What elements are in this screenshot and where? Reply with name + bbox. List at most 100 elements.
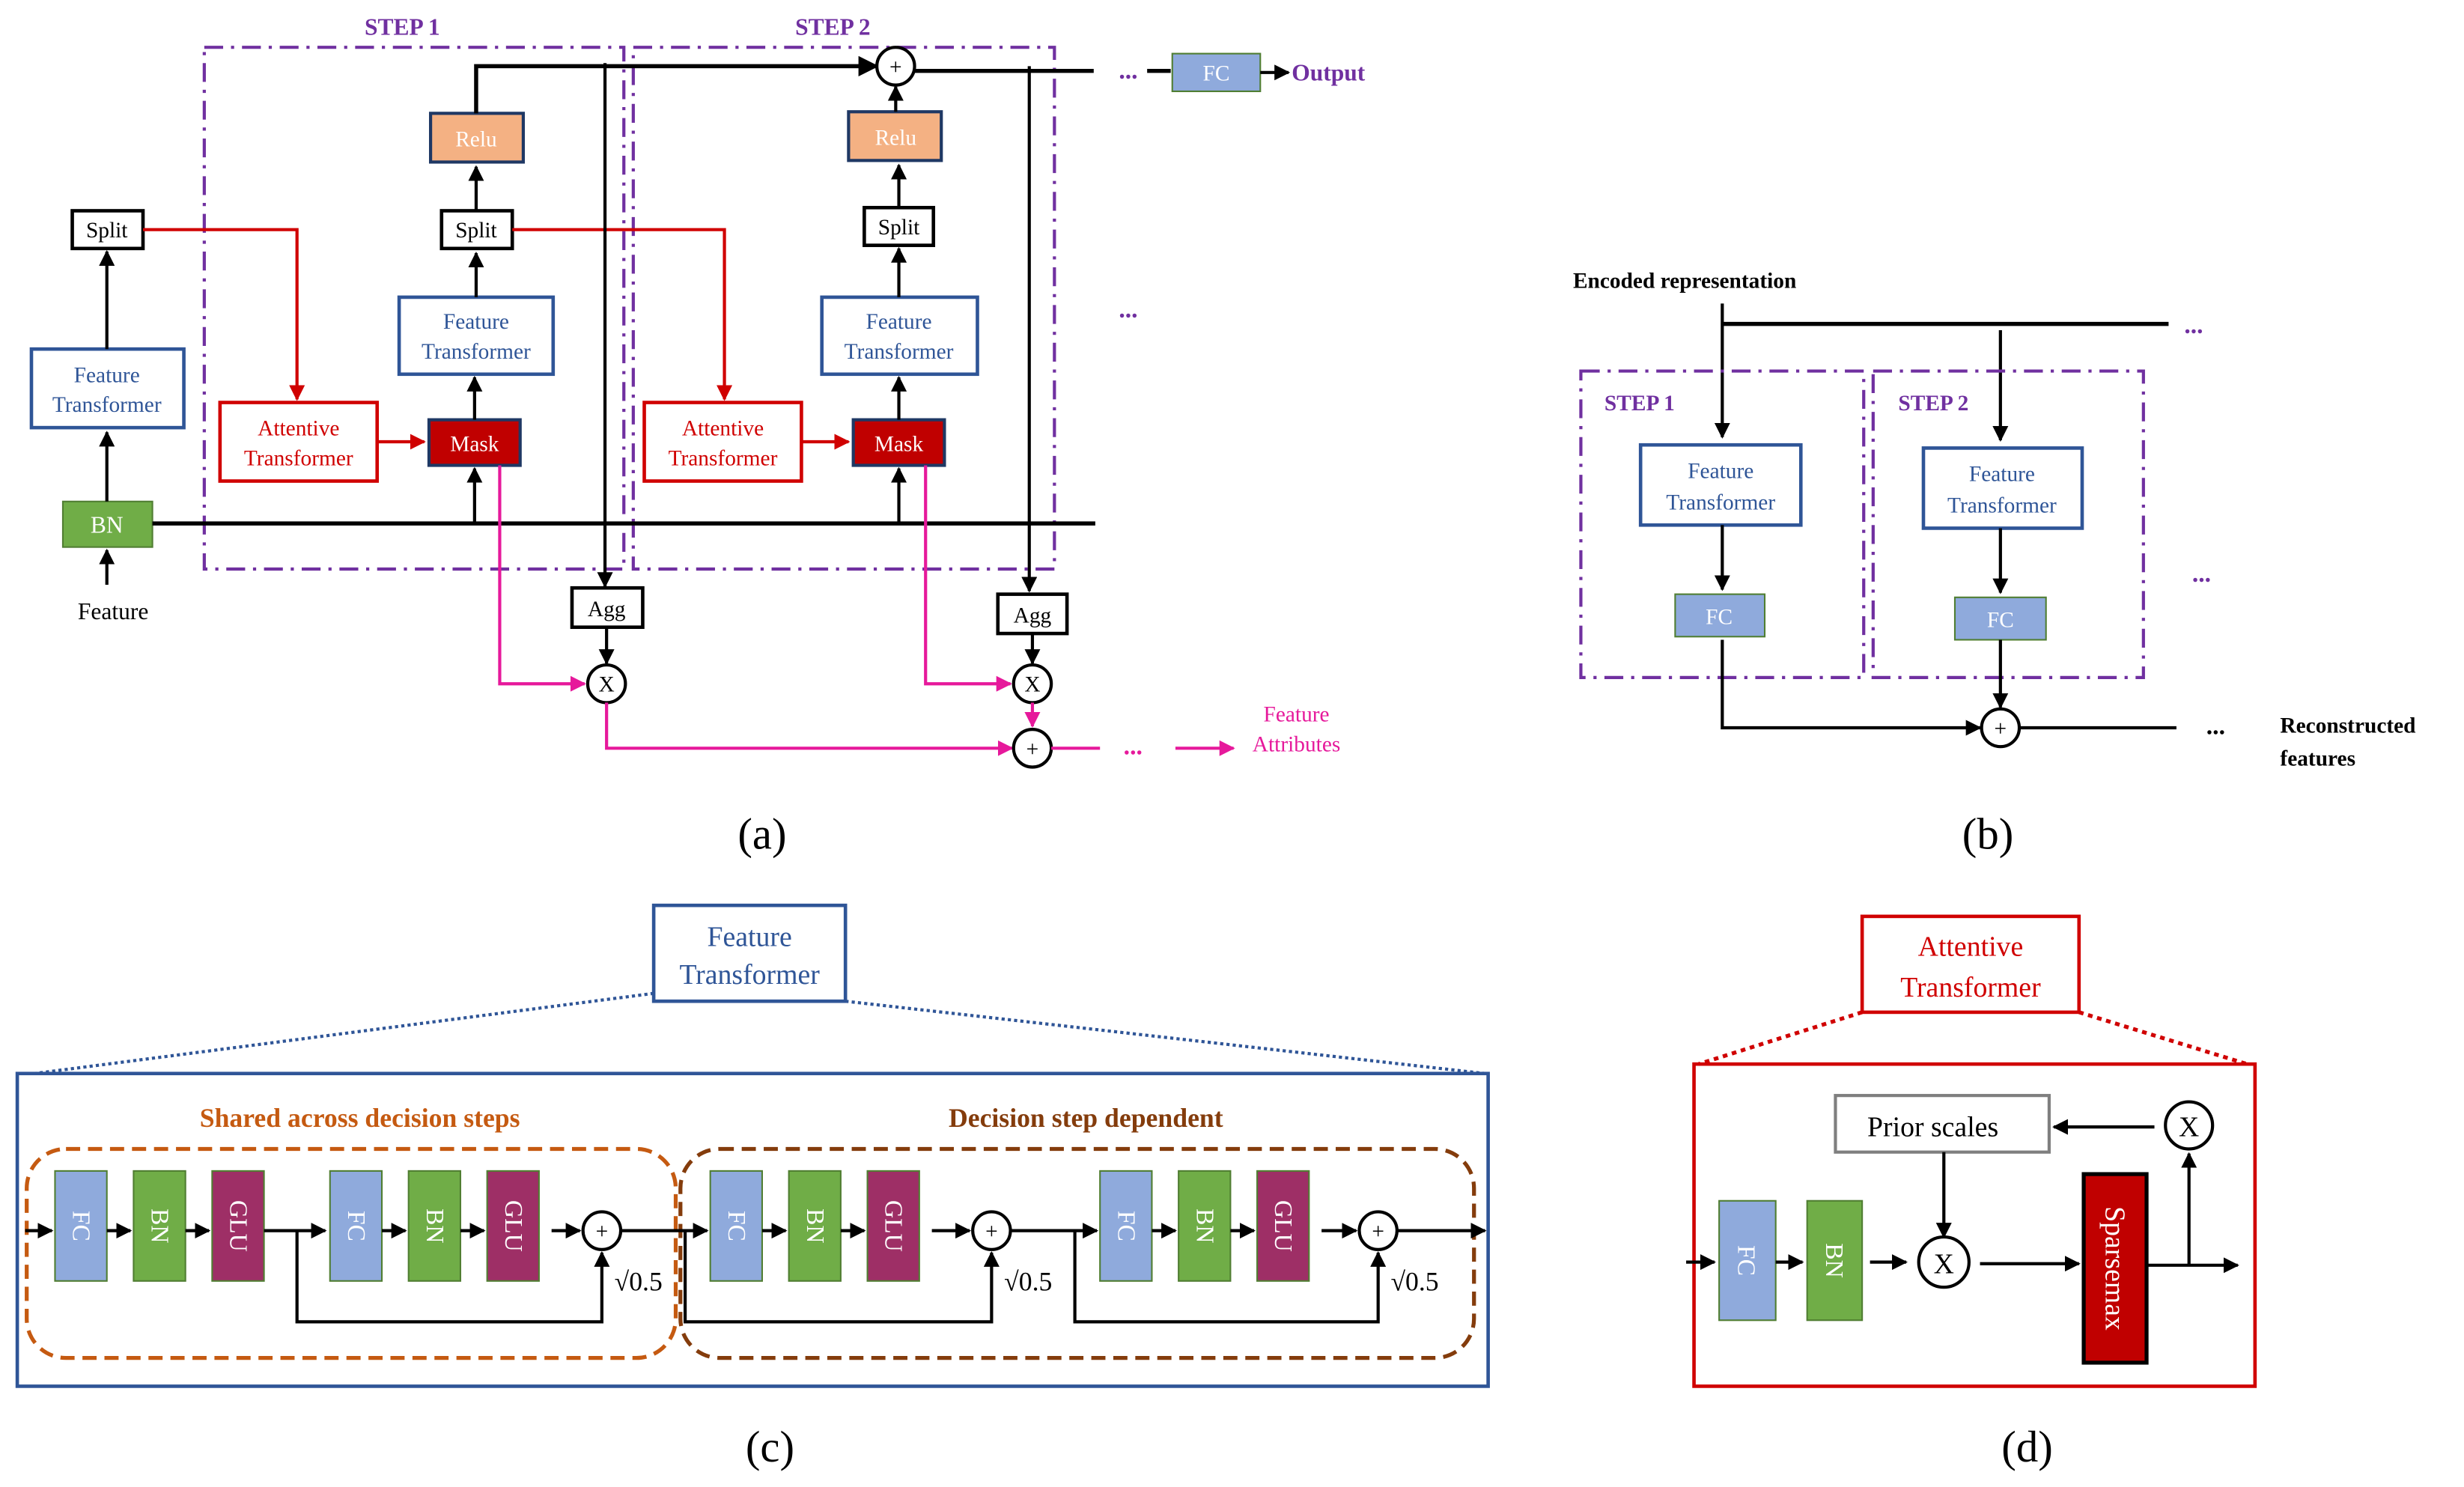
ft-initial-line2: Transformer	[52, 393, 162, 417]
mask1-label: Mask	[450, 433, 499, 457]
c-residual-path-3	[1073, 1230, 1387, 1324]
d-title-line2: Transformer	[1900, 972, 2041, 1003]
ft1-line1: Feature	[443, 310, 509, 334]
d-fc-label: FC	[1732, 1245, 1759, 1276]
panel-d: Attentive Transformer Prior scales X FC …	[1686, 914, 2257, 1471]
step1-region	[202, 46, 626, 571]
c-glu-block-3	[866, 1170, 920, 1282]
bn-block	[61, 500, 153, 548]
feature-transformer-step2	[820, 295, 979, 377]
ellipsis-output: ...	[1119, 57, 1137, 85]
panel-c: Feature Transformer Shared across decisi…	[15, 903, 1490, 1471]
c-bn-block-3	[788, 1170, 842, 1282]
dependent-region	[678, 1146, 1476, 1360]
c-sum-symbol-3: +	[1372, 1220, 1384, 1244]
c-fc-block-1	[54, 1170, 108, 1282]
c-scale-label-3: √0.5	[1390, 1266, 1438, 1296]
c-bn-label-4: BN	[1190, 1208, 1218, 1244]
d-mult-top-symbol: X	[2179, 1112, 2199, 1143]
d-title-line1: Attentive	[1918, 931, 2024, 962]
d-panel-frame	[1692, 1062, 2257, 1388]
c-sum-symbol-1: +	[596, 1220, 609, 1244]
sum-attr-symbol: +	[1026, 738, 1039, 761]
b-fc1-label: FC	[1706, 605, 1733, 629]
c-glu-label-4: GLU	[1269, 1200, 1297, 1252]
d-fc-block	[1718, 1199, 1777, 1322]
b-ft2-line2: Transformer	[1947, 493, 2057, 517]
b-step2-label: STEP 2	[1898, 392, 1968, 416]
sparsemax-block	[2081, 1172, 2149, 1365]
c-fc-label-3: FC	[723, 1211, 750, 1241]
d-multiply-top	[2164, 1100, 2215, 1151]
ellipsis-b-bottom: ...	[2206, 712, 2225, 740]
split-step2	[863, 205, 936, 247]
c-title-line1: Feature	[708, 922, 792, 953]
reconstructed-line2: features	[2280, 746, 2355, 770]
output-label: Output	[1292, 59, 1365, 85]
c-fc-label-2: FC	[342, 1211, 370, 1241]
sparsemax-label: Sparsemax	[2099, 1206, 2130, 1331]
c-glu-block-2	[486, 1170, 540, 1282]
mask-step1	[427, 418, 522, 467]
c-scale-label-1: √0.5	[615, 1266, 663, 1296]
d-bn-block	[1806, 1199, 1864, 1322]
c-glu-block-1	[211, 1170, 265, 1282]
caption-b: (b)	[1962, 810, 2014, 859]
caption-d: (d)	[2001, 1423, 2053, 1471]
ellipsis-b-top: ...	[2184, 311, 2203, 339]
at2-line1: Attentive	[682, 417, 764, 441]
bn-label: BN	[91, 512, 124, 538]
c-scale-label-2: √0.5	[1004, 1266, 1052, 1296]
c-fc-label-1: FC	[67, 1211, 95, 1241]
agg2-label: Agg	[1014, 603, 1052, 627]
c-fc-label-4: FC	[1112, 1211, 1140, 1241]
panel-b: Encoded representation ... STEP 1 STEP 2…	[1573, 269, 2416, 858]
ellipsis-b-middle: ...	[2192, 560, 2211, 588]
ft2-line1: Feature	[866, 310, 931, 334]
split2-label: Split	[878, 216, 920, 240]
reconstructed-line1: Reconstructed	[2280, 714, 2415, 738]
c-glu-block-4	[1256, 1170, 1310, 1282]
attentive-transformer-step2	[642, 401, 803, 483]
c-bn-block-1	[133, 1170, 186, 1282]
b-sum-symbol: +	[1995, 717, 2007, 741]
d-multiply-center	[1917, 1235, 1971, 1289]
b-ft1-line1: Feature	[1688, 459, 1753, 483]
attributes-line2: Attributes	[1253, 732, 1341, 756]
c-sum-symbol-2: +	[985, 1220, 998, 1244]
d-bn-label: BN	[1820, 1243, 1848, 1278]
prior-scales-box	[1834, 1094, 2051, 1154]
b-ft2-line1: Feature	[1969, 462, 2035, 486]
step2-label: STEP 2	[795, 13, 871, 40]
ellipsis-steps: ...	[1119, 296, 1137, 323]
panel-a: STEP 1 STEP 2 Feature BN Feature Transfo…	[29, 13, 1366, 859]
caption-a: (a)	[737, 810, 786, 859]
c-glu-label-2: GLU	[499, 1200, 527, 1252]
c-bn-label-3: BN	[801, 1208, 829, 1244]
b-ft1-line2: Transformer	[1666, 490, 1775, 514]
feature-transformer-step1	[397, 295, 556, 377]
mask-step2	[851, 418, 946, 467]
b-fc2-label: FC	[1987, 609, 2014, 633]
b-feature-transformer-step2	[1921, 446, 2084, 530]
d-title-box	[1860, 914, 2081, 1015]
shared-label: Shared across decision steps	[200, 1103, 520, 1133]
c-bn-label-2: BN	[421, 1208, 448, 1244]
d-mult-center-symbol: X	[1934, 1248, 1954, 1280]
ellipsis-attributes: ...	[1124, 733, 1143, 761]
ft2-line2: Transformer	[845, 340, 954, 364]
c-fc-block-4	[1099, 1170, 1153, 1282]
c-title-line2: Transformer	[679, 959, 820, 991]
b-fc-step1	[1674, 593, 1766, 638]
sum-output-symbol: +	[889, 55, 902, 79]
ft1-line2: Transformer	[422, 340, 531, 364]
prior-scales-label: Prior scales	[1867, 1112, 1998, 1143]
fc-output-label: FC	[1203, 61, 1230, 85]
agg1-label: Agg	[588, 597, 626, 621]
shared-region	[25, 1146, 678, 1360]
relu1-label: Relu	[455, 127, 497, 151]
c-bn-block-4	[1178, 1170, 1232, 1282]
relu-step2	[847, 110, 943, 162]
encoded-representation-label: Encoded representation	[1573, 269, 1796, 293]
